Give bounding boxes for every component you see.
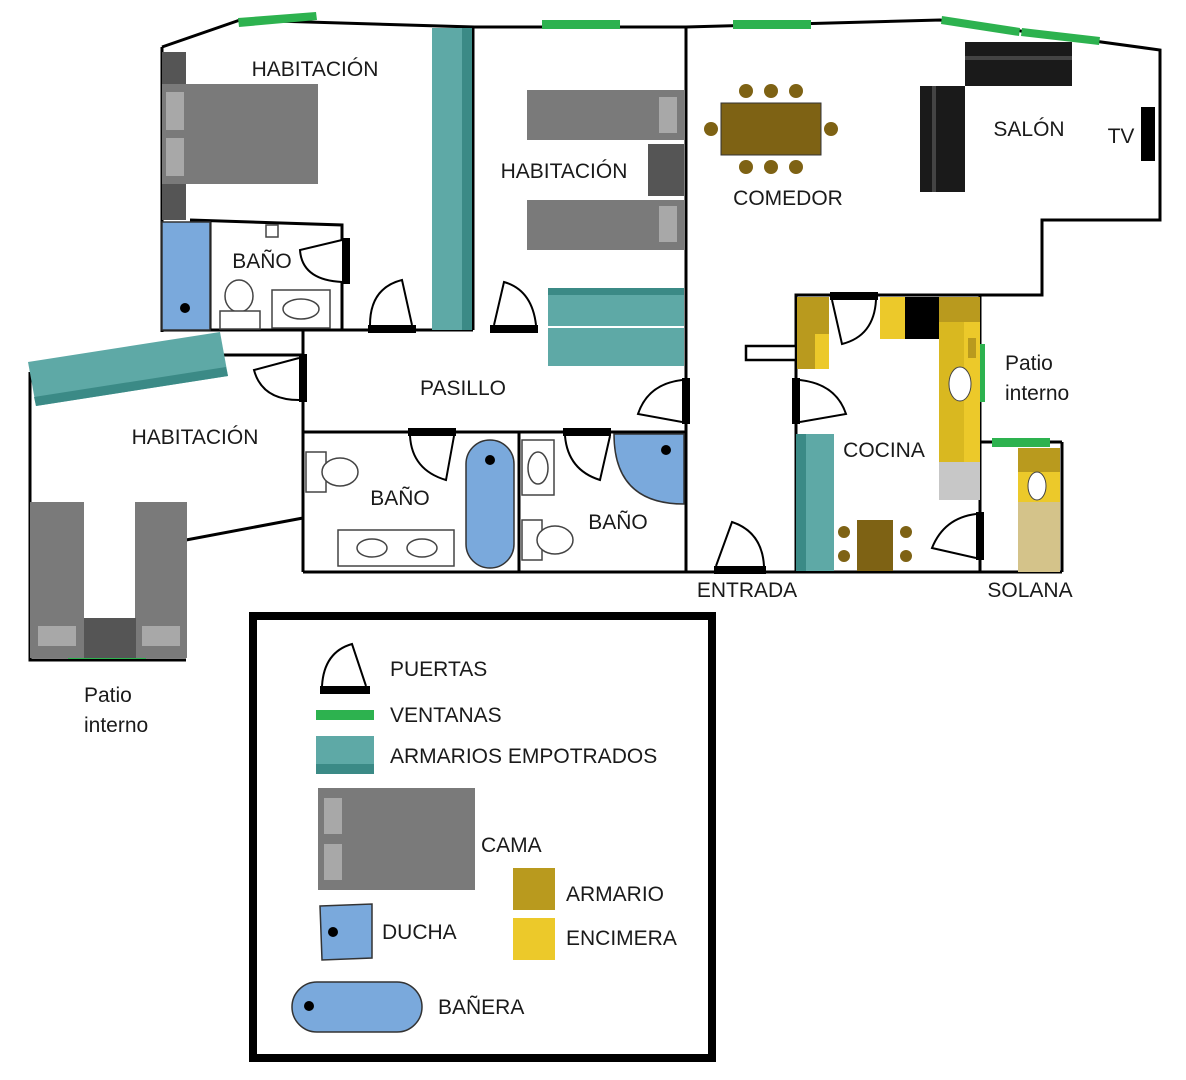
door-bath2 [408,428,456,482]
label-bano-1: BAÑO [232,249,292,273]
label-patio-left-1: Patio [84,684,132,707]
label-salon: SALÓN [993,118,1064,141]
kitchen-furniture [797,297,1060,572]
door-bedroom1 [368,278,416,333]
legend-armario: ARMARIO [566,883,664,906]
label-patio-left-2: interno [84,714,148,737]
legend-encimera: ENCIMERA [566,927,677,950]
legend-window-icon [316,710,374,720]
label-cocina: COCINA [843,439,925,462]
door-entrance [714,520,766,574]
legend-shower-icon [319,903,373,961]
legend-cama: CAMA [481,834,542,857]
door-bath1 [298,238,350,284]
legend: PUERTAS VENTANAS ARMARIOS EMPOTRADOS CAM… [249,612,716,1062]
label-tv: TV [1108,125,1135,148]
door-corridor [636,378,690,424]
legend-wardrobe-icon [316,736,374,774]
label-habitacion-3: HABITACIÓN [132,426,259,449]
label-patio-right-1: Patio [1005,352,1053,375]
beds [30,52,684,658]
door-bath3 [563,428,611,482]
legend-cabinet-icon [513,868,555,910]
legend-puertas: PUERTAS [390,658,487,681]
wardrobes [28,28,834,571]
door-bedroom3 [252,354,307,402]
label-patio-right-2: interno [1005,382,1069,405]
label-habitacion-2: HABITACIÓN [501,160,628,183]
legend-armarios-empotrados: ARMARIOS EMPOTRADOS [390,745,657,768]
door-kitchen1 [830,292,878,346]
legend-ventanas: VENTANAS [390,704,502,727]
label-habitacion-1: HABITACIÓN [252,58,379,81]
doors [252,238,984,574]
door-kitchen2 [792,378,848,424]
bathroom-fixtures [161,221,685,569]
legend-ducha: DUCHA [382,921,457,944]
legend-banera: BAÑERA [438,995,524,1019]
legend-counter-icon [513,918,555,960]
sofas [920,42,1155,192]
label-bano-2: BAÑO [370,486,430,510]
label-solana: SOLANA [987,579,1072,602]
label-pasillo: PASILLO [420,377,506,400]
label-comedor: COMEDOR [733,187,843,210]
label-bano-3: BAÑO [588,510,648,534]
door-bedroom2 [490,280,538,333]
door-solana [930,512,984,560]
legend-bathtub-icon [291,981,423,1033]
label-entrada: ENTRADA [697,579,797,602]
dining-set [704,84,912,571]
legend-door-icon [320,642,370,694]
legend-bed-icon [318,788,475,890]
room-labels: HABITACIÓN HABITACIÓN HABITACIÓN BAÑO BA… [84,58,1134,737]
